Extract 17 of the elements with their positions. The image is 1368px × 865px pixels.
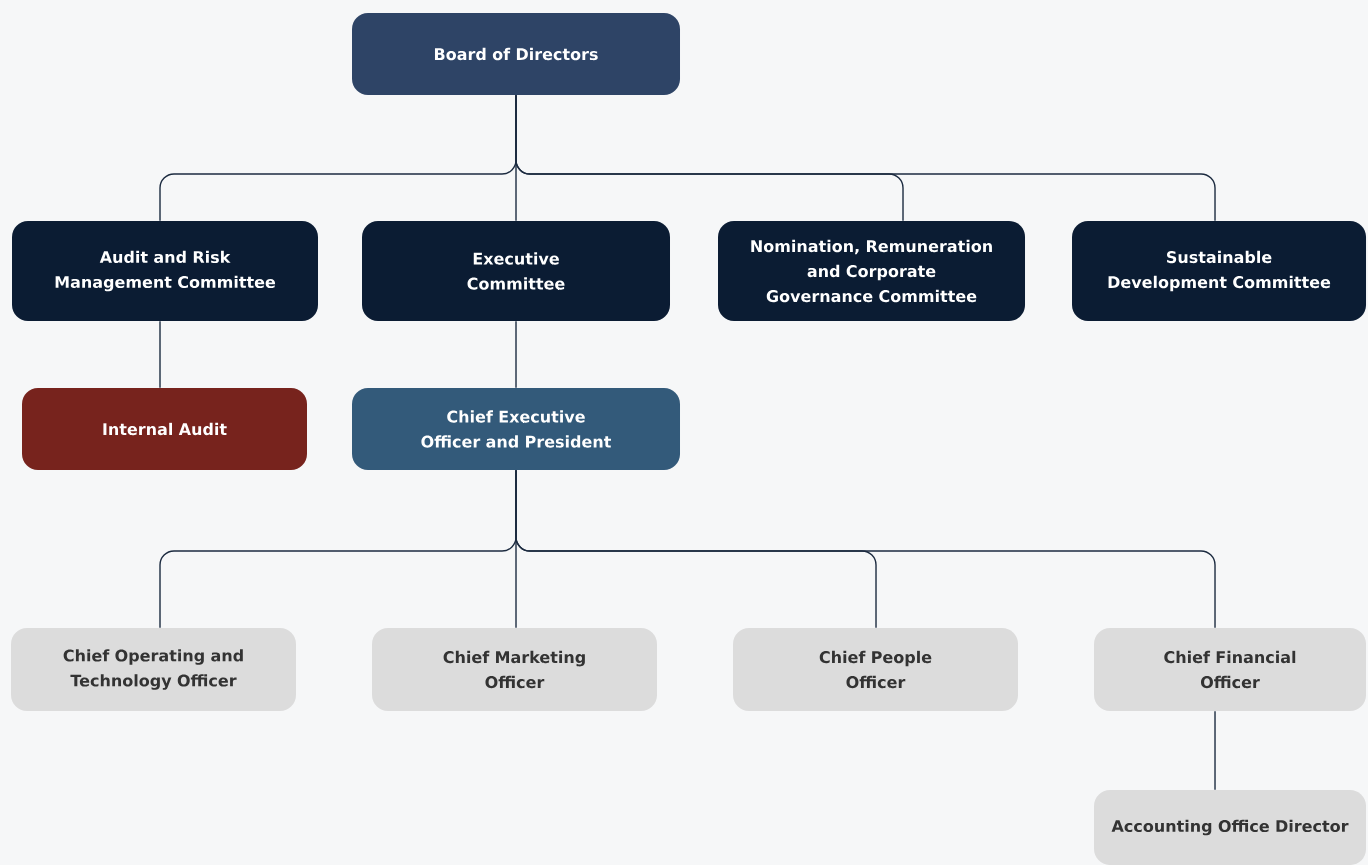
officer-box: Chief Marketing Officer — [372, 628, 657, 711]
officer-box: Chief People Officer — [733, 628, 1018, 711]
connector-line — [515, 320, 517, 389]
executive-box: Chief Executive Officer and President — [352, 388, 680, 470]
committee-box: Sustainable Development Committee — [1072, 221, 1366, 321]
officer-box: Chief Financial Officer — [1094, 628, 1366, 711]
officer-box: Chief Operating and Technology Officer — [11, 628, 296, 711]
connector-line — [515, 94, 1216, 222]
connector-line — [515, 469, 1216, 629]
board-box: Board of Directors — [352, 13, 680, 95]
connector-line — [159, 320, 161, 389]
committee-box: Nomination, Remuneration and Corporate Governance Committee — [718, 221, 1025, 321]
committee-box: Audit and Risk Management Committee — [12, 221, 318, 321]
connector-line — [1214, 710, 1216, 791]
audit-box: Internal Audit — [22, 388, 307, 470]
committee-box: Executive Committee — [362, 221, 670, 321]
officer-box: Accounting Office Director — [1094, 790, 1366, 865]
